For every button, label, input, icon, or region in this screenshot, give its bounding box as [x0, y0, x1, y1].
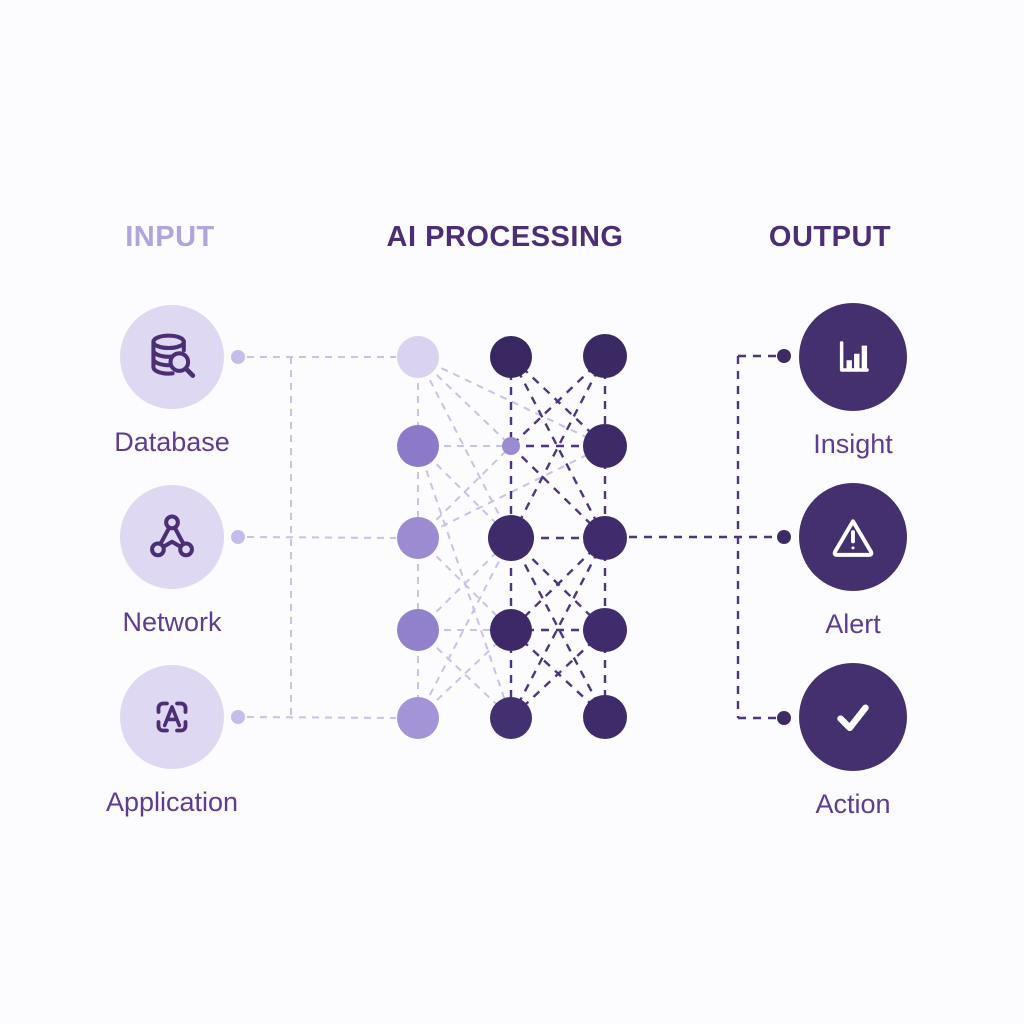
network-node-c1r2: [397, 425, 439, 467]
processing-column-header: AI PROCESSING: [386, 221, 624, 253]
edge-c3r1-c2r2: [510, 355, 606, 447]
edge-c1r5-c2r4: [417, 629, 512, 719]
edge-c2r3-c3r5: [509, 537, 607, 718]
network-node-c3r4: [583, 608, 627, 652]
edge-c3r1-c2r3: [509, 355, 607, 539]
network-circle: [120, 485, 224, 589]
network-node-c1r1: [397, 336, 439, 378]
application-icon: [156, 701, 188, 733]
edge-c1r1-c3r2: [417, 356, 606, 447]
database-search-icon: [151, 333, 196, 378]
edge-c1r3-c2r4: [417, 537, 512, 631]
output-item-insight: Insight: [768, 303, 938, 460]
network-node-c3r2: [583, 424, 627, 468]
edge-c1r4-c2r5: [417, 629, 512, 719]
bar-chart-icon: [839, 341, 869, 372]
edge-c2r1-c3r2: [510, 356, 606, 447]
action-circle: [799, 663, 907, 771]
action-label: Action: [815, 789, 891, 819]
insight-label: Insight: [813, 429, 893, 459]
network-node-c2r4: [490, 609, 532, 651]
network-icon: [150, 514, 194, 558]
edge-c1r2-c2r5: [417, 445, 512, 719]
edge-c1r4-c2r3: [417, 537, 512, 631]
network-node-c1r4: [397, 609, 439, 651]
edge-c1r2-c2r3: [417, 445, 512, 539]
edge-c1r3-c2r2: [417, 445, 512, 539]
edge-c2r2-c3r3: [510, 445, 606, 539]
checkmark-icon: [837, 704, 869, 732]
edge-c1r1-c2r3: [417, 356, 512, 539]
edge-c3r3-c2r4: [510, 537, 606, 631]
network-node-c2r1: [490, 336, 532, 378]
insight-circle: [799, 303, 907, 411]
network-node-c2r5: [490, 697, 532, 739]
network-node-c1r5: [397, 697, 439, 739]
network-node-c3r1: [583, 334, 627, 378]
warning-triangle-icon: [832, 519, 874, 557]
edge-c2r3-c3r4: [510, 537, 606, 631]
input-column-header: INPUT: [125, 221, 215, 253]
application-circle: [120, 665, 224, 769]
alert-circle: [799, 483, 907, 591]
application-label: Application: [105, 787, 239, 817]
network-node-c3r5: [583, 695, 627, 739]
database-circle: [120, 305, 224, 409]
edge-c2r1-c3r3: [509, 356, 607, 539]
left-connector-line-1: [246, 536, 397, 539]
network-label: Network: [122, 607, 222, 637]
edge-c1r3-c3r2: [417, 445, 606, 539]
edge-c3r4-c2r5: [510, 629, 606, 719]
output-column-header: OUTPUT: [768, 221, 892, 253]
edge-c3r3-c2r5: [509, 537, 607, 719]
network-node-c1r3: [397, 517, 439, 559]
network-node-c3r3: [583, 516, 627, 560]
alert-label: Alert: [825, 609, 881, 639]
edge-c2r4-c3r5: [510, 629, 606, 718]
input-item-network: Network: [87, 485, 257, 638]
left-connector-line-2: [246, 716, 397, 719]
network-node-c2r3: [488, 515, 534, 561]
network-node-c2r2: [502, 437, 520, 455]
input-item-database: Database: [87, 305, 257, 458]
edge-c1r5-c2r3: [417, 537, 512, 719]
output-item-action: Action: [768, 663, 938, 820]
input-item-application: Application: [87, 665, 257, 818]
edge-c1r1-c2r2: [417, 356, 512, 447]
output-item-alert: Alert: [768, 483, 938, 640]
database-label: Database: [114, 427, 230, 457]
